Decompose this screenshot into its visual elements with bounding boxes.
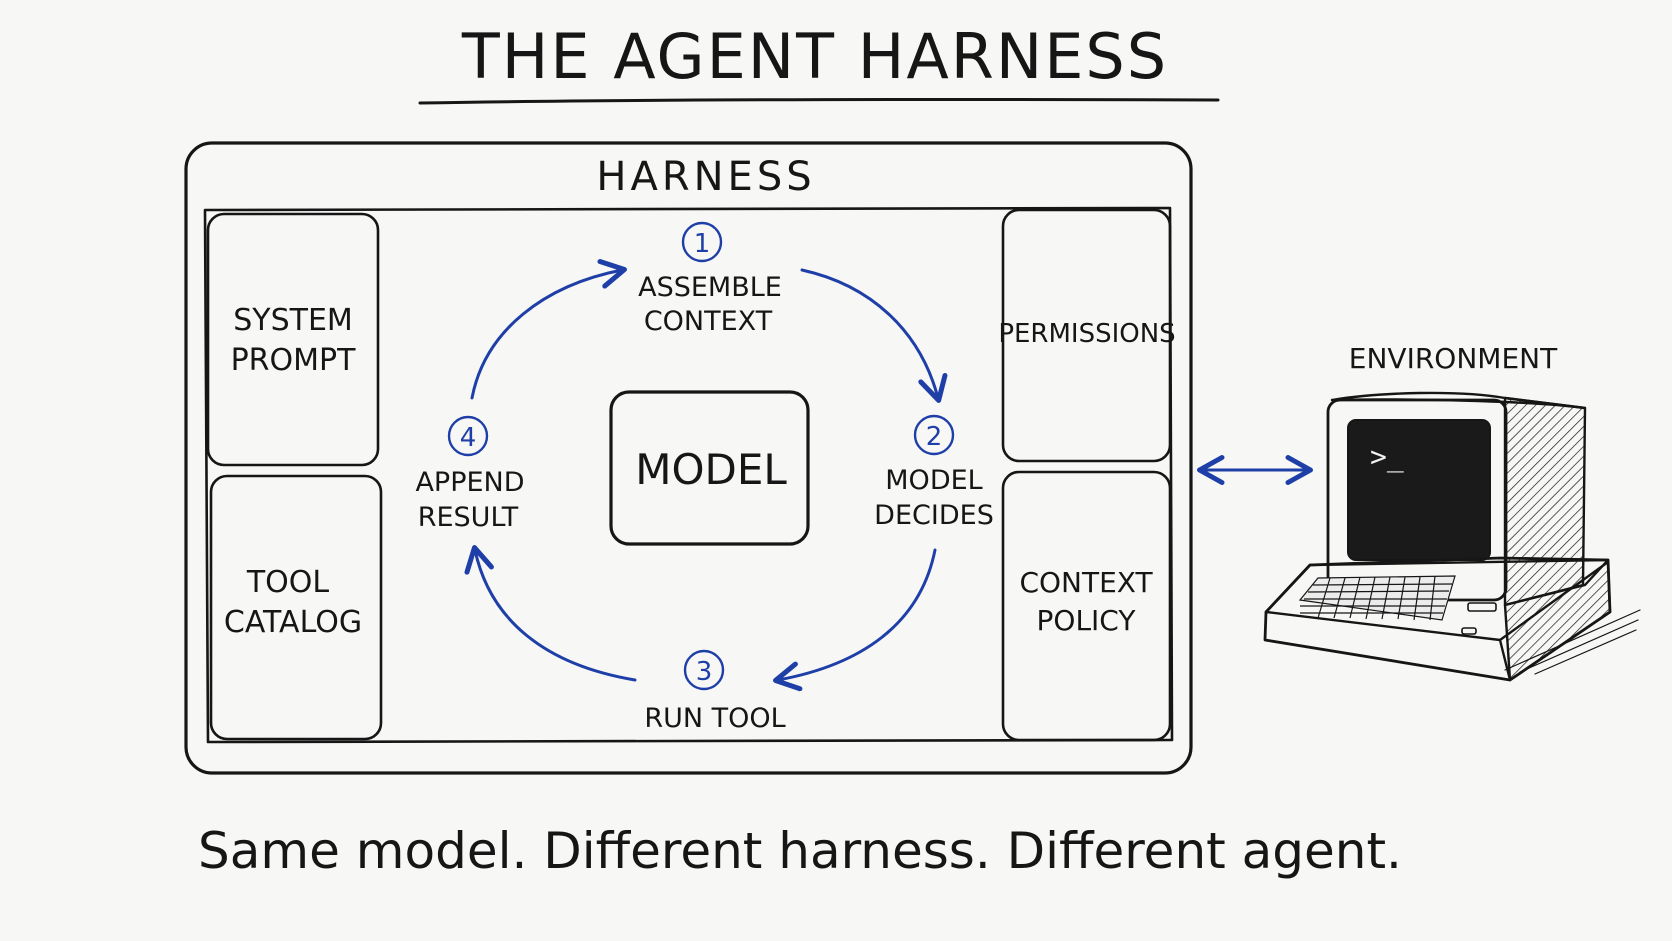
step-1-assemble-context: 1 ASSEMBLE CONTEXT xyxy=(638,221,782,337)
step-2-model-decides: 2 MODEL DECIDES xyxy=(874,414,994,531)
step-4-number: 4 xyxy=(460,423,477,453)
step-4-label-line2: RESULT xyxy=(418,502,519,533)
step-4-label-line1: APPEND xyxy=(415,467,524,498)
arrow-step1-to-step2 xyxy=(800,268,948,403)
system-prompt-panel: SYSTEM PROMPT xyxy=(206,212,380,467)
model-label: MODEL xyxy=(635,445,787,494)
system-prompt-label-line1: SYSTEM xyxy=(233,303,353,338)
step-2-number-badge xyxy=(913,414,955,456)
harness-frame xyxy=(184,141,1193,775)
step-3-run-tool: 3 RUN TOOL xyxy=(644,649,786,734)
context-policy-label-line1: CONTEXT xyxy=(1019,566,1153,599)
arrow-step2-to-step3 xyxy=(773,548,937,692)
step-1-number: 1 xyxy=(694,229,711,259)
title-underline xyxy=(418,97,1220,105)
step-2-label-line1: MODEL xyxy=(885,465,982,496)
arrow-step3-to-step4 xyxy=(464,545,637,682)
terminal-prompt: >_ xyxy=(1370,440,1404,474)
step-3-number: 3 xyxy=(696,657,713,687)
step-2-label-line2: DECIDES xyxy=(874,500,994,531)
environment-label: ENVIRONMENT xyxy=(1349,342,1558,375)
caption: Same model. Different harness. Different… xyxy=(198,822,1402,880)
tool-catalog-panel: TOOL CATALOG xyxy=(209,474,383,741)
step-4-append-result: 4 APPEND RESULT xyxy=(415,415,525,533)
computer-icon: >_ xyxy=(1263,391,1641,682)
step-3-label: RUN TOOL xyxy=(644,703,785,734)
step-1-number-badge xyxy=(681,221,723,263)
harness-label: HARNESS xyxy=(596,154,815,200)
model-box: MODEL xyxy=(609,390,810,546)
permissions-panel: PERMISSIONS xyxy=(998,208,1176,463)
context-policy-panel: CONTEXT POLICY xyxy=(1001,470,1172,742)
permissions-label: PERMISSIONS xyxy=(998,319,1175,349)
step-3-number-badge xyxy=(683,649,725,691)
step-2-number: 2 xyxy=(926,422,943,452)
step-1-label-line1: ASSEMBLE xyxy=(638,272,782,303)
system-prompt-label-line2: PROMPT xyxy=(231,343,357,378)
tool-catalog-label-line1: TOOL xyxy=(246,565,330,600)
arrow-step4-to-step1 xyxy=(470,259,627,400)
step-1-label-line2: CONTEXT xyxy=(644,306,773,337)
step-4-number-badge xyxy=(447,415,489,457)
tool-catalog-label-line2: CATALOG xyxy=(224,605,362,640)
harness-inner-frame xyxy=(203,206,1174,744)
keyboard xyxy=(1298,575,1456,621)
context-policy-label-line2: POLICY xyxy=(1037,604,1137,637)
page-title: THE AGENT HARNESS xyxy=(461,20,1168,93)
